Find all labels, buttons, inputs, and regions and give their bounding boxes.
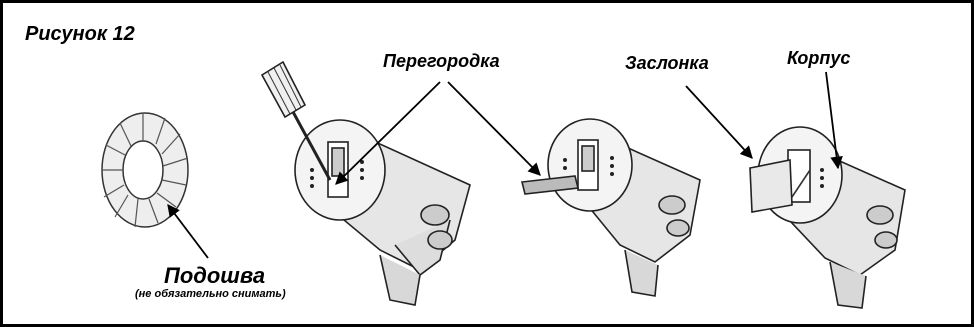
sprinkler-1-drawing — [262, 62, 470, 305]
sole-ring-drawing — [102, 113, 188, 227]
sprinkler-3-drawing — [750, 127, 905, 308]
arrow-partition-2 — [448, 82, 540, 175]
arrow-sole — [168, 205, 208, 258]
sprinkler-2-drawing — [522, 119, 700, 296]
callout-arrows — [168, 72, 838, 258]
arrow-flap — [686, 86, 752, 158]
